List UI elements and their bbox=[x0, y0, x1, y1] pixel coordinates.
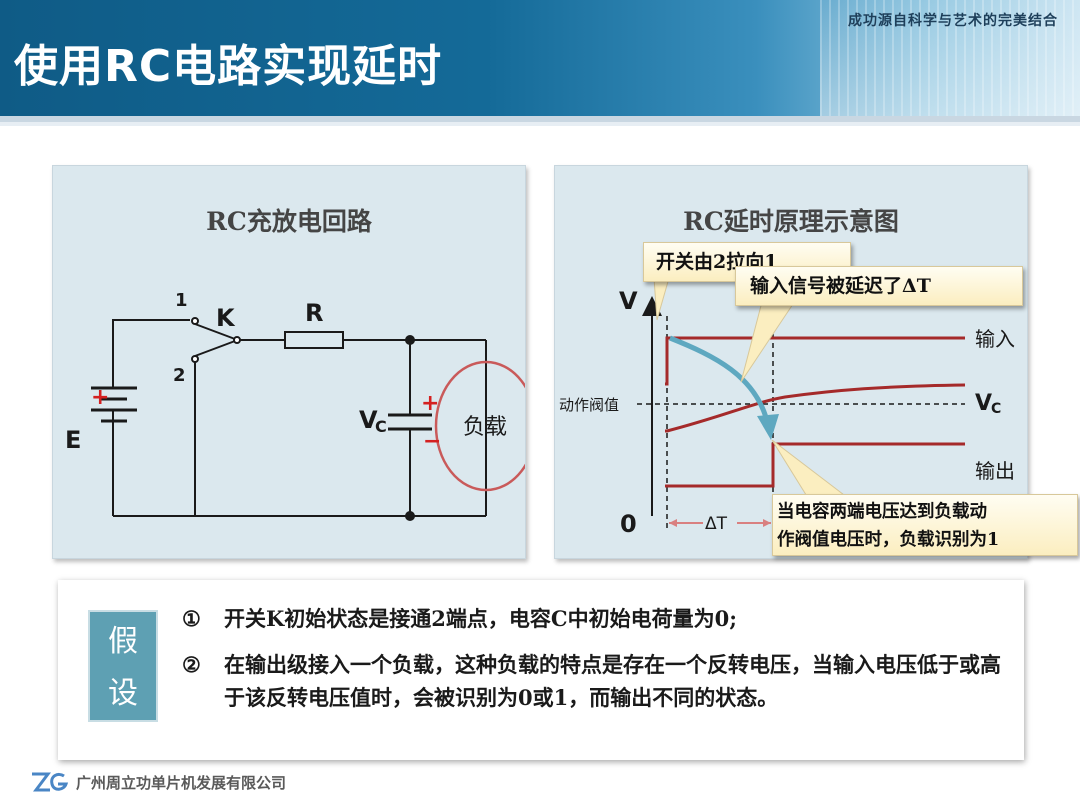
threshold-label: 动作阀值 bbox=[559, 396, 619, 414]
input-label: 输入 bbox=[975, 327, 1015, 351]
load-highlight-circle bbox=[434, 360, 525, 492]
header-decoration bbox=[820, 0, 1080, 116]
vc-label: V bbox=[975, 391, 992, 416]
assumption-item-2: ② 在输出级接入一个负载，这种负载的特点是存在一个反转电压，当输入电压低于或高于… bbox=[182, 648, 1022, 753]
vc-label-sub: C bbox=[991, 401, 1001, 417]
switch-contact-1 bbox=[191, 317, 199, 325]
delta-t-label: ΔT bbox=[705, 514, 728, 534]
page-title: 使用RC电路实现延时 bbox=[14, 41, 443, 92]
assumptions-tag: 假 设 bbox=[88, 610, 158, 722]
input-signal bbox=[665, 336, 965, 386]
assumption-number: ② bbox=[182, 652, 201, 677]
resistor-body bbox=[284, 331, 344, 349]
node-bottom bbox=[405, 511, 415, 521]
v-axis-label: V bbox=[619, 287, 638, 315]
delta-t-arrow-right bbox=[763, 519, 771, 527]
rc-delay-panel: RC延时原理示意图 V 0 动作阀值 bbox=[554, 165, 1028, 559]
header-divider-light bbox=[0, 122, 1080, 126]
rc-delay-title: RC延时原理示意图 bbox=[683, 207, 899, 236]
battery-label: E bbox=[65, 426, 81, 454]
delay-arrow-head bbox=[757, 414, 779, 440]
switch-pos1-label: 1 bbox=[175, 290, 188, 311]
header-divider bbox=[0, 116, 1080, 122]
delayed-callout-text: 输入信号被延迟了ΔT bbox=[750, 275, 931, 297]
zero-label: 0 bbox=[620, 510, 637, 538]
cap-minus: − bbox=[423, 429, 441, 454]
rc-circuit-title: RC充放电回路 bbox=[206, 207, 372, 236]
output-signal bbox=[665, 442, 965, 488]
assumptions-tag-char2: 设 bbox=[108, 676, 138, 711]
battery-plus: + bbox=[91, 385, 109, 410]
cap-voltage-label: V bbox=[359, 406, 378, 434]
threshold-callout-line1: 当电容两端电压达到负载动 bbox=[777, 502, 987, 522]
delta-t-arrow-left bbox=[669, 519, 677, 527]
rc-circuit-panel: RC充放电回路 bbox=[52, 165, 526, 559]
threshold-callout-line2: 作阀值电压时，负载识别为1 bbox=[777, 530, 1000, 550]
node-top bbox=[405, 335, 415, 345]
switch-pivot bbox=[233, 336, 241, 344]
assumption-item-1: ① 开关K初始状态是接通2端点，电容C中初始电荷量为0; bbox=[182, 602, 1022, 636]
threshold-callout: 当电容两端电压达到负载动 作阀值电压时，负载识别为1 bbox=[772, 494, 1078, 556]
vc-curve bbox=[665, 383, 966, 433]
output-label: 输出 bbox=[975, 459, 1015, 483]
footer-company-name: 广州周立功单片机发展有限公司 bbox=[76, 774, 287, 792]
switch-arm-2 bbox=[194, 340, 236, 357]
switch-arm bbox=[194, 323, 236, 340]
assumptions-box: 假 设 ① 开关K初始状态是接通2端点，电容C中初始电荷量为0; ② 在输出级接… bbox=[58, 580, 1024, 760]
header-slogan: 成功源自科学与艺术的完美结合 bbox=[848, 13, 1058, 29]
switch-pos2-label: 2 bbox=[173, 365, 186, 386]
cap-voltage-sub: C bbox=[375, 417, 387, 436]
delayed-callout: 输入信号被延迟了ΔT bbox=[735, 266, 1023, 306]
rc-delay-timing-diagram: V 0 动作阀值 输入 V C 输出 ΔT bbox=[559, 287, 1015, 538]
assumption-number: ① bbox=[182, 606, 201, 631]
resistor-label: R bbox=[305, 299, 323, 327]
switch-label: K bbox=[216, 304, 236, 332]
assumption-text: 开关K初始状态是接通2端点，电容C中初始电荷量为0; bbox=[224, 606, 737, 631]
delayed-callout-pointer bbox=[740, 298, 798, 383]
delay-arrow bbox=[669, 335, 770, 422]
assumptions-tag-char1: 假 bbox=[108, 624, 138, 659]
header-banner: 使用RC电路实现延时 成功源自科学与艺术的完美结合 bbox=[0, 0, 1080, 116]
company-logo bbox=[32, 772, 69, 792]
cap-plus: + bbox=[421, 391, 439, 416]
rc-circuit-diagram: 1 2 K R E + V C + − 负载 bbox=[65, 290, 525, 521]
load-label: 负载 bbox=[463, 415, 507, 440]
wire-top-to-switch1 bbox=[112, 319, 190, 321]
assumption-text: 在输出级接入一个负载，这种负载的特点是存在一个反转电压，当输入电压低于或高于该反… bbox=[224, 652, 1001, 710]
switch-contact-2 bbox=[191, 355, 199, 363]
